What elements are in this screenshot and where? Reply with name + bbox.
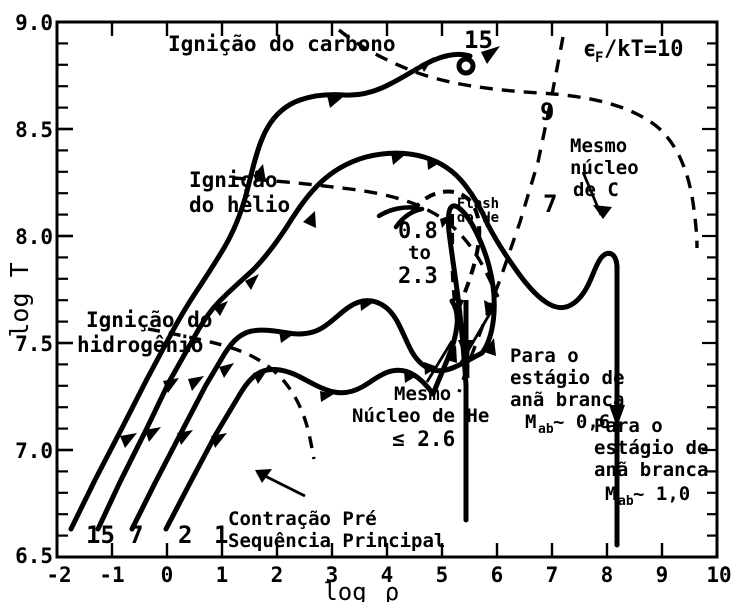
carbon-ignition-marker bbox=[456, 56, 476, 76]
mass-range-upper: 2.3 bbox=[398, 264, 438, 289]
wd10-mass-subscript: ab bbox=[618, 494, 634, 509]
y-tick-label: 7.0 bbox=[15, 439, 53, 463]
mass-range-lower: 0.8 bbox=[398, 219, 438, 244]
helium-flash-label-line2: do He bbox=[457, 210, 499, 226]
y-axis-major-ticks bbox=[57, 20, 73, 559]
carbon-core-line2: núcleo bbox=[570, 157, 639, 179]
carbon-ignition-curve bbox=[337, 28, 699, 249]
degeneracy-label: ϵ F /kT=10 bbox=[583, 37, 683, 66]
track-label-15-bot: 15 bbox=[86, 521, 115, 549]
y-tick-label: 7.5 bbox=[15, 332, 53, 356]
hydrogen-ignition-label-line2: hidrogênio bbox=[77, 333, 203, 357]
same-helium-core-label: Mesmo Núcleo de He ≤ 2.6 bbox=[352, 383, 489, 451]
wd06-line2: estágio de bbox=[510, 367, 624, 389]
x-axis-title-symbol: ρ bbox=[385, 578, 399, 602]
track-label-7-bot: 7 bbox=[129, 521, 143, 549]
mass-range-label: 0.8 to 2.3 bbox=[398, 219, 438, 289]
white-dwarf-06-label: Para o estágio de anã branca M ab ~ 0,6 bbox=[510, 345, 624, 437]
x-tick-label: 5 bbox=[436, 563, 449, 587]
carbon-ignition-label: Ignição do carbono bbox=[168, 32, 396, 56]
degeneracy-label-epsilon: ϵ bbox=[583, 37, 596, 62]
wd10-line1: Para o bbox=[594, 415, 663, 437]
x-tick-label: 10 bbox=[706, 563, 731, 587]
helium-ignition-label: Ignição do hélio bbox=[189, 168, 290, 217]
right-axis-ticks bbox=[702, 42, 717, 537]
track-2-descent-curve bbox=[445, 203, 497, 523]
x-tick-label: 6 bbox=[491, 563, 504, 587]
track-label-1-bot: 1 bbox=[214, 521, 228, 549]
flash-return-arc bbox=[376, 205, 421, 219]
wd06-mass-symbol: M bbox=[525, 411, 536, 433]
track-2-curve bbox=[129, 298, 485, 532]
y-tick-label: 9.0 bbox=[15, 11, 53, 35]
callout-arrowheads bbox=[255, 205, 612, 483]
wd06-mass-value: ~ 0,6 bbox=[553, 411, 610, 433]
carbon-core-line3: de C bbox=[573, 179, 619, 201]
hydrogen-ignition-label: Ignição do hidrogênio bbox=[77, 308, 212, 357]
helium-flash-stem bbox=[450, 213, 460, 324]
mass-range-to: to bbox=[408, 242, 431, 264]
wd10-mass-symbol: M bbox=[605, 483, 616, 505]
degeneracy-label-rest: /kT=10 bbox=[604, 37, 683, 62]
wd06-line1: Para o bbox=[510, 345, 579, 367]
wd06-mass-subscript: ab bbox=[538, 422, 554, 437]
wd10-mass-value: ~ 1,0 bbox=[633, 483, 690, 505]
x-axis-title-prefix: log bbox=[323, 578, 366, 602]
x-tick-label: 2 bbox=[271, 563, 284, 587]
track-label-9-mid: 9 bbox=[540, 98, 554, 126]
track-7-curve bbox=[95, 150, 491, 532]
x-tick-label: -2 bbox=[46, 563, 71, 587]
pre-ms-line2: Sequência Principal bbox=[228, 530, 445, 552]
x-tick-label: 1 bbox=[216, 563, 229, 587]
y-tick-labels: 9.0 8.5 8.0 7.5 7.0 6.5 bbox=[15, 11, 53, 568]
wd06-line3: anã branca bbox=[510, 389, 624, 411]
x-tick-label: -1 bbox=[99, 563, 124, 587]
y-tick-label: 8.5 bbox=[15, 118, 53, 142]
track-7-descent-curve bbox=[485, 222, 620, 548]
helium-core-line1: Mesmo bbox=[394, 383, 451, 405]
x-axis-ticks bbox=[110, 22, 664, 557]
x-tick-labels: -2 -1 0 1 2 3 4 5 6 7 8 9 10 bbox=[46, 563, 731, 587]
helium-core-line2: Núcleo de He bbox=[352, 405, 489, 427]
white-dwarf-10-label: Para o estágio de anã branca M ab ~ 1,0 bbox=[594, 415, 708, 509]
x-tick-label: 9 bbox=[656, 563, 669, 587]
x-tick-label: 4 bbox=[381, 563, 394, 587]
track-direction-arrows bbox=[120, 46, 500, 448]
carbon-core-line1: Mesmo bbox=[570, 135, 627, 157]
pre-ms-line1: Contração Pré bbox=[228, 508, 377, 530]
hydrogen-ignition-curve bbox=[147, 327, 316, 460]
helium-core-leader-a bbox=[425, 340, 454, 383]
wd10-line2: estágio de bbox=[594, 437, 708, 459]
helium-flash-label: Flash do He bbox=[457, 196, 499, 226]
track-label-15-top: 15 bbox=[464, 26, 493, 54]
helium-core-leader-b bbox=[457, 309, 494, 378]
helium-core-line3: ≤ 2.6 bbox=[392, 427, 455, 451]
track-label-7-mid: 7 bbox=[543, 190, 557, 218]
x-tick-label: 0 bbox=[161, 563, 174, 587]
degeneracy-line bbox=[457, 36, 565, 393]
wd10-line3: anã branca bbox=[594, 459, 708, 481]
helium-ignition-label-line1: Ignição bbox=[189, 168, 278, 192]
x-tick-label: 8 bbox=[601, 563, 614, 587]
y-tick-label: 8.0 bbox=[15, 225, 53, 249]
x-tick-label: 3 bbox=[326, 563, 339, 587]
white-dwarf-arrows bbox=[458, 265, 625, 427]
track-label-2-bot: 2 bbox=[178, 521, 192, 549]
y-axis-title: log T bbox=[5, 262, 34, 337]
y-tick-label: 6.5 bbox=[15, 544, 53, 568]
hydrogen-ignition-label-line1: Ignição do bbox=[86, 308, 212, 332]
helium-ignition-label-line2: do hélio bbox=[189, 193, 290, 217]
track-15-curve bbox=[68, 51, 473, 532]
helium-flash-loop bbox=[410, 189, 482, 308]
track-mass-labels: 15 9 7 15 7 2 1 bbox=[86, 26, 557, 549]
x-axis-title: log ρ bbox=[323, 578, 399, 602]
x-tick-label: 7 bbox=[546, 563, 559, 587]
same-carbon-core-label: Mesmo núcleo de C bbox=[570, 135, 639, 201]
helium-flash-label-line1: Flash bbox=[457, 196, 499, 212]
helium-ignition-curve bbox=[232, 176, 500, 298]
pre-main-sequence-label: Contração Pré Sequência Principal bbox=[228, 508, 445, 552]
degeneracy-label-subscript: F bbox=[595, 50, 603, 66]
y-axis-minor-ticks bbox=[57, 42, 68, 537]
